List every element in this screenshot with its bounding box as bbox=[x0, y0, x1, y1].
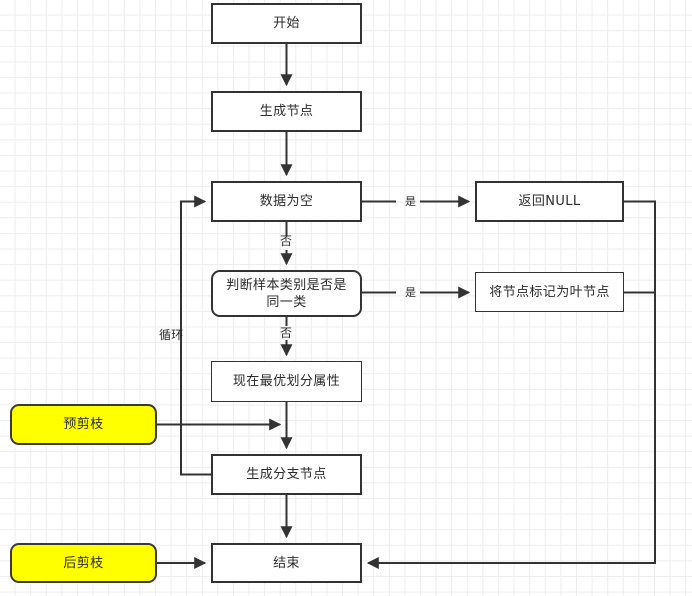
node-best-split-attribute-label: 现在最优划分属性 bbox=[232, 374, 341, 389]
node-post-pruning[interactable]: 后剪枝 bbox=[10, 543, 157, 583]
edge-label-loop: 循环 bbox=[159, 328, 184, 342]
node-pre-pruning-label: 预剪枝 bbox=[63, 417, 104, 432]
node-generate-node[interactable]: 生成节点 bbox=[211, 91, 362, 132]
node-same-class-check[interactable]: 判断样本类别是否是同一类 bbox=[211, 270, 362, 317]
edge-return-null-to-end bbox=[366, 200, 656, 569]
node-mark-leaf[interactable]: 将节点标记为叶节点 bbox=[475, 272, 624, 312]
node-return-null-label: 返回NULL bbox=[518, 194, 581, 209]
node-best-split-attribute[interactable]: 现在最优划分属性 bbox=[211, 361, 362, 402]
node-pre-pruning[interactable]: 预剪枝 bbox=[10, 404, 157, 445]
edge-label-yes-same-class: 是 bbox=[405, 286, 417, 299]
node-generate-branch-node[interactable]: 生成分支节点 bbox=[211, 454, 362, 495]
node-end[interactable]: 结束 bbox=[211, 543, 362, 583]
node-end-label: 结束 bbox=[273, 555, 300, 571]
node-generate-node-label: 生成节点 bbox=[259, 104, 314, 119]
node-start[interactable]: 开始 bbox=[211, 3, 362, 44]
edge-label-no-data-empty: 否 bbox=[280, 234, 293, 248]
node-post-pruning-label: 后剪枝 bbox=[63, 555, 104, 571]
node-same-class-check-label: 判断样本类别是否是同一类 bbox=[226, 277, 347, 310]
node-return-null[interactable]: 返回NULL bbox=[475, 181, 624, 222]
node-mark-leaf-label: 将节点标记为叶节点 bbox=[489, 284, 610, 300]
node-generate-branch-node-label: 生成分支节点 bbox=[246, 467, 327, 482]
node-start-label: 开始 bbox=[273, 16, 300, 31]
edge-gen-branch-loop-to-data-empty bbox=[180, 195, 211, 476]
node-data-empty-label: 数据为空 bbox=[259, 194, 314, 209]
node-data-empty[interactable]: 数据为空 bbox=[211, 181, 362, 222]
edge-label-yes-data-empty: 是 bbox=[405, 195, 417, 208]
edge-label-no-same-class: 否 bbox=[280, 326, 293, 340]
